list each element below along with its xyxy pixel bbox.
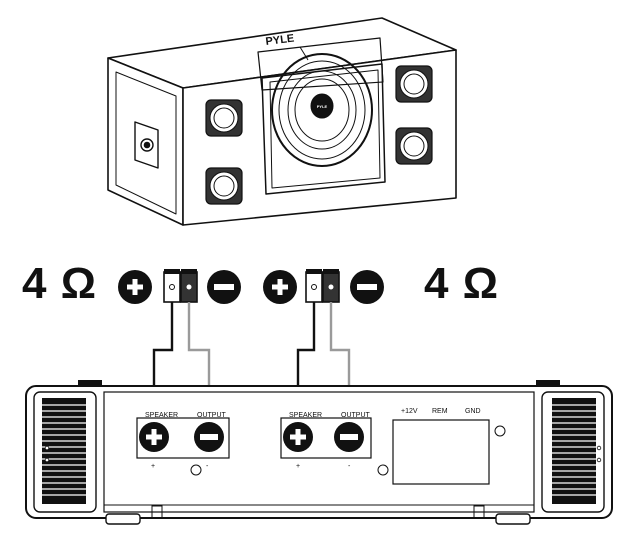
minus-circle-icon	[207, 270, 241, 304]
speaker-terminal-cup	[134, 121, 159, 169]
positive-terminal-block	[305, 269, 323, 303]
minus-mark-2: -	[348, 463, 351, 470]
minus-circle-icon	[350, 270, 384, 304]
tweeter-front-lower-right	[395, 127, 433, 165]
terminal-pair-left	[118, 269, 241, 304]
speaker-label-2: SPEAKER	[289, 412, 322, 419]
speaker-output-left	[136, 417, 230, 476]
minus-circle-icon	[194, 422, 224, 452]
woofer: PYLE	[271, 53, 373, 167]
terminal-pair-right	[263, 269, 384, 304]
plus-mark-2: +	[296, 463, 300, 470]
negative-terminal-block	[180, 269, 198, 303]
impedance-label-left: 4 Ω	[22, 259, 97, 308]
plus-circle-icon	[283, 422, 313, 452]
plus-mark-1: +	[151, 463, 155, 470]
rem-label: REM	[432, 408, 448, 415]
impedance-label-right: 4 Ω	[424, 259, 499, 308]
plus-circle-icon	[118, 270, 152, 304]
gnd-label: GND	[465, 408, 481, 415]
tweeter-front-lower-left	[205, 167, 243, 205]
negative-terminal-block	[322, 269, 340, 303]
speaker-enclosure	[107, 17, 457, 226]
output-label-2: OUTPUT	[341, 412, 371, 419]
output-label-1: OUTPUT	[197, 412, 227, 419]
woofer-cap-logo: PYLE	[317, 104, 328, 109]
positive-terminal-block	[163, 269, 181, 303]
plus-circle-icon	[139, 422, 169, 452]
plus-circle-icon	[263, 270, 297, 304]
heatsink-fins-right	[552, 398, 596, 504]
speaker-output-right	[280, 417, 389, 476]
minus-mark-1: -	[206, 463, 209, 470]
power-12v-label: +12V	[401, 408, 418, 415]
tweeter-front-upper-left	[205, 99, 243, 137]
tweeter-front-upper-right	[395, 65, 433, 103]
heatsink-fins-left	[42, 398, 86, 504]
minus-circle-icon	[334, 422, 364, 452]
power-terminal-block	[392, 419, 506, 485]
amplifier	[25, 380, 613, 525]
brand-logo: PYLE	[265, 33, 295, 48]
speaker-label-1: SPEAKER	[145, 412, 178, 419]
